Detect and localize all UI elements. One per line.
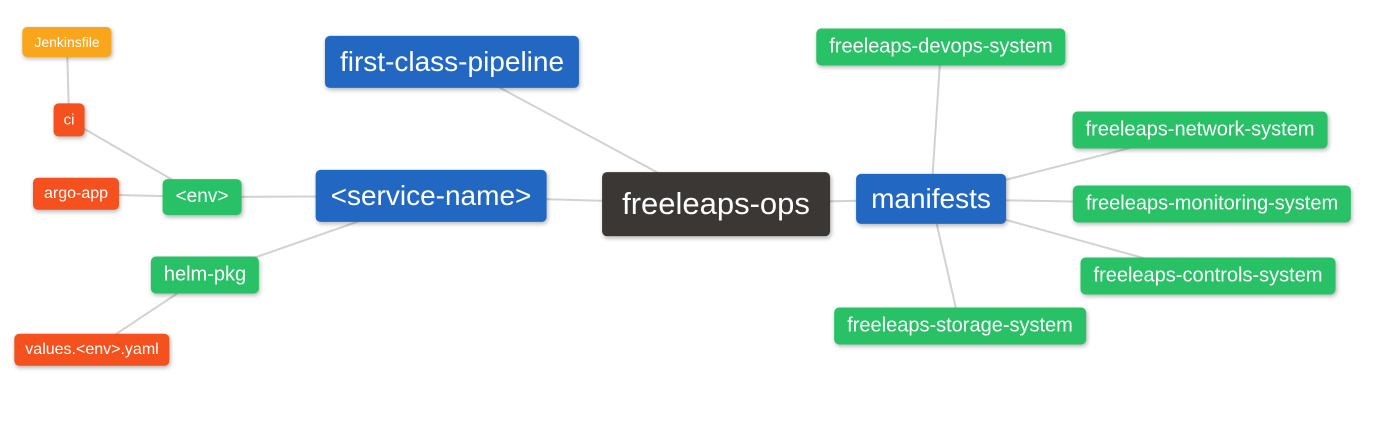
mindmap-node-devops-system[interactable]: freeleaps-devops-system xyxy=(816,28,1066,66)
mindmap-node-env[interactable]: <env> xyxy=(162,179,242,215)
mindmap-node-storage-system[interactable]: freeleaps-storage-system xyxy=(834,307,1086,345)
mindmap-node-first-class-pipeline[interactable]: first-class-pipeline xyxy=(324,35,580,89)
mindmap-node-ci[interactable]: ci xyxy=(53,103,85,137)
mindmap-node-service-name[interactable]: <service-name> xyxy=(315,169,547,223)
mindmap-node-manifests[interactable]: manifests xyxy=(856,173,1006,225)
mindmap-node-jenkinsfile[interactable]: Jenkinsfile xyxy=(22,26,112,58)
edge-manifests-to-devops-system xyxy=(930,46,942,200)
mindmap-node-argo-app[interactable]: argo-app xyxy=(32,177,120,211)
mindmap-node-network-system[interactable]: freeleaps-network-system xyxy=(1072,111,1328,149)
mindmap-node-monitoring-system[interactable]: freeleaps-monitoring-system xyxy=(1072,185,1352,223)
mindmap-node-helm-pkg[interactable]: helm-pkg xyxy=(150,256,260,294)
mindmap-node-values-env-yaml[interactable]: values.<env>.yaml xyxy=(14,333,170,367)
mindmap-node-controls-system[interactable]: freeleaps-controls-system xyxy=(1080,257,1336,295)
mindmap-node-root[interactable]: freeleaps-ops xyxy=(602,172,830,236)
